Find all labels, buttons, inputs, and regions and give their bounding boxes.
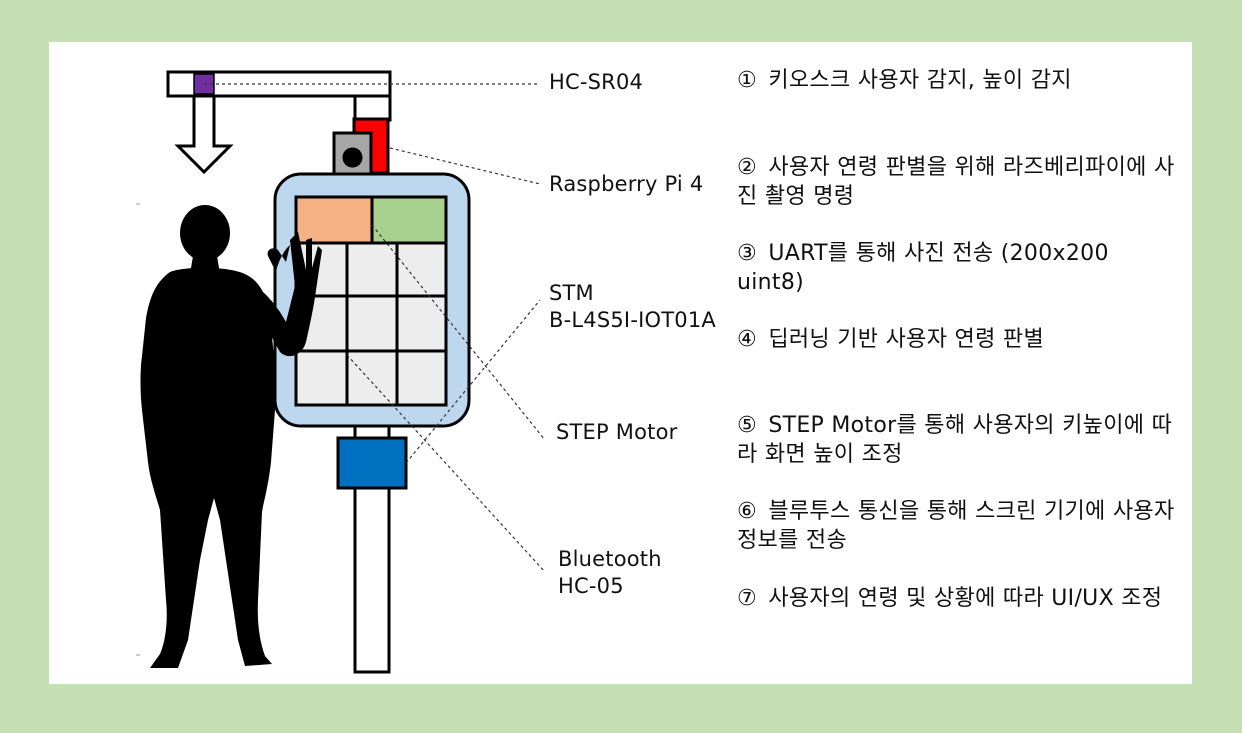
label-raspberry-pi: Raspberry Pi 4 (549, 172, 704, 196)
leader-raspberry (389, 147, 541, 185)
step-7: ⑦ 사용자의 연령 및 상황에 따라 UI/UX 조정 (737, 584, 1177, 613)
step-number: ④ (737, 327, 758, 352)
label-step-motor: STEP Motor (556, 420, 678, 444)
tile-green (370, 195, 448, 245)
label-stm: STM B-L4S5I-IOT01A (549, 280, 716, 334)
leader-lines (204, 83, 546, 573)
grid-cell (395, 241, 448, 298)
grid-cell (345, 294, 399, 353)
camera-lens-icon (342, 147, 363, 168)
label-bluetooth: Bluetooth HC-05 (558, 546, 662, 600)
step-text: 사용자의 연령 및 상황에 따라 UI/UX 조정 (768, 586, 1163, 611)
step-4: ④ 딥러닝 기반 사용자 연령 판별 (737, 325, 1177, 354)
grid-cell (395, 349, 448, 407)
step-text: UART를 통해 사진 전송 (200x200 uint8) (737, 241, 1109, 295)
human-silhouette-icon (140, 205, 322, 668)
step-text: 키오스크 사용자 감지, 높이 감지 (768, 68, 1072, 93)
label-bluetooth-line1: Bluetooth (558, 547, 662, 571)
step-3: ③ UART를 통해 사진 전송 (200x200 uint8) (737, 239, 1177, 297)
label-bluetooth-line2: HC-05 (558, 574, 624, 598)
step-number: ③ (737, 241, 758, 266)
step-text: 딥러닝 기반 사용자 연령 판별 (768, 327, 1044, 352)
grid-cell (345, 241, 399, 298)
label-stm-line2: B-L4S5I-IOT01A (549, 308, 716, 332)
leader-motor (405, 299, 541, 464)
label-hc-sr04: HC-SR04 (549, 70, 644, 94)
tile-orange (294, 195, 374, 245)
down-arrow-icon (174, 94, 234, 175)
step-number: ① (737, 68, 758, 93)
grid-cell (345, 349, 399, 407)
leader-stm (371, 224, 546, 441)
step-number: ⑥ (737, 499, 758, 524)
bluetooth-module (336, 436, 408, 490)
step-text: 블루투스 통신을 통해 스크린 기기에 사용자 정보를 전송 (737, 499, 1175, 553)
step-text: STEP Motor를 통해 사용자의 키높이에 따라 화면 높이 조정 (737, 413, 1173, 467)
step-2: ② 사용자 연령 판별을 위해 라즈베리파이에 사진 촬영 명령 (737, 153, 1177, 211)
step-6: ⑥ 블루투스 통신을 통해 스크린 기기에 사용자 정보를 전송 (737, 497, 1177, 555)
step-number: ⑦ (737, 586, 758, 611)
step-text: 사용자 연령 판별을 위해 라즈베리파이에 사진 촬영 명령 (737, 155, 1175, 209)
step-5: ⑤ STEP Motor를 통해 사용자의 키높이에 따라 화면 높이 조정 (737, 411, 1177, 469)
grid-cell (294, 349, 349, 407)
pole-upper (353, 94, 392, 122)
step-number: ② (737, 155, 758, 180)
leader-bluetooth (346, 354, 546, 573)
step-1: ① 키오스크 사용자 감지, 높이 감지 (737, 66, 1177, 95)
grid-cell (395, 294, 448, 353)
step-number: ⑤ (737, 413, 758, 438)
label-stm-line1: STM (549, 281, 594, 305)
